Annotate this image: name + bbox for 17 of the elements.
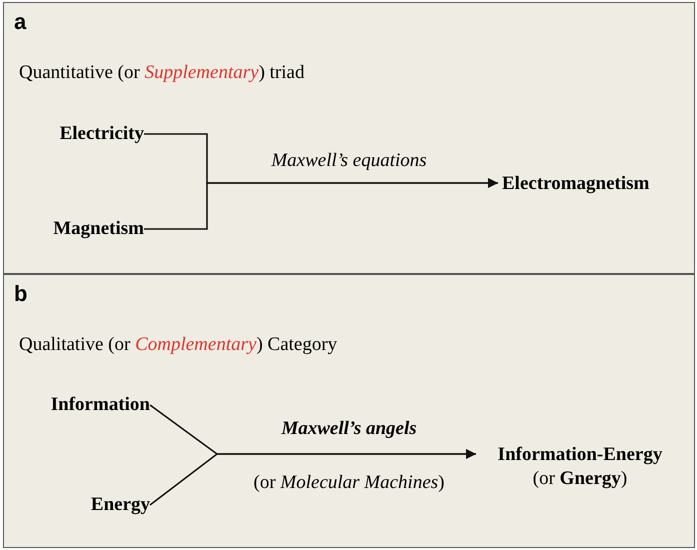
connector-arrow: [144, 178, 498, 230]
node-label: Magnetism: [24, 216, 144, 242]
edge-label: Maxwell’s angels: [281, 417, 417, 441]
node-label: Information: [20, 392, 150, 418]
node-label: Electricity: [28, 121, 144, 147]
panel: [3, 274, 695, 548]
node-label: Energy: [50, 492, 150, 518]
note-text: (or Molecular Machines): [254, 471, 444, 495]
connector-arrow: [150, 449, 476, 506]
node-label: Information-Energy (or Gnergy): [480, 441, 680, 493]
node-label: Electromagnetism: [502, 171, 682, 197]
panel-letter: b: [14, 283, 28, 305]
edge-label: Maxwell’s equations: [271, 149, 427, 173]
panel: [3, 2, 695, 274]
panel-heading: Quantitative (or Supplementary) triad: [19, 61, 304, 85]
panel-letter: a: [14, 11, 26, 33]
panel-heading: Qualitative (or Complementary) Category: [19, 333, 338, 357]
